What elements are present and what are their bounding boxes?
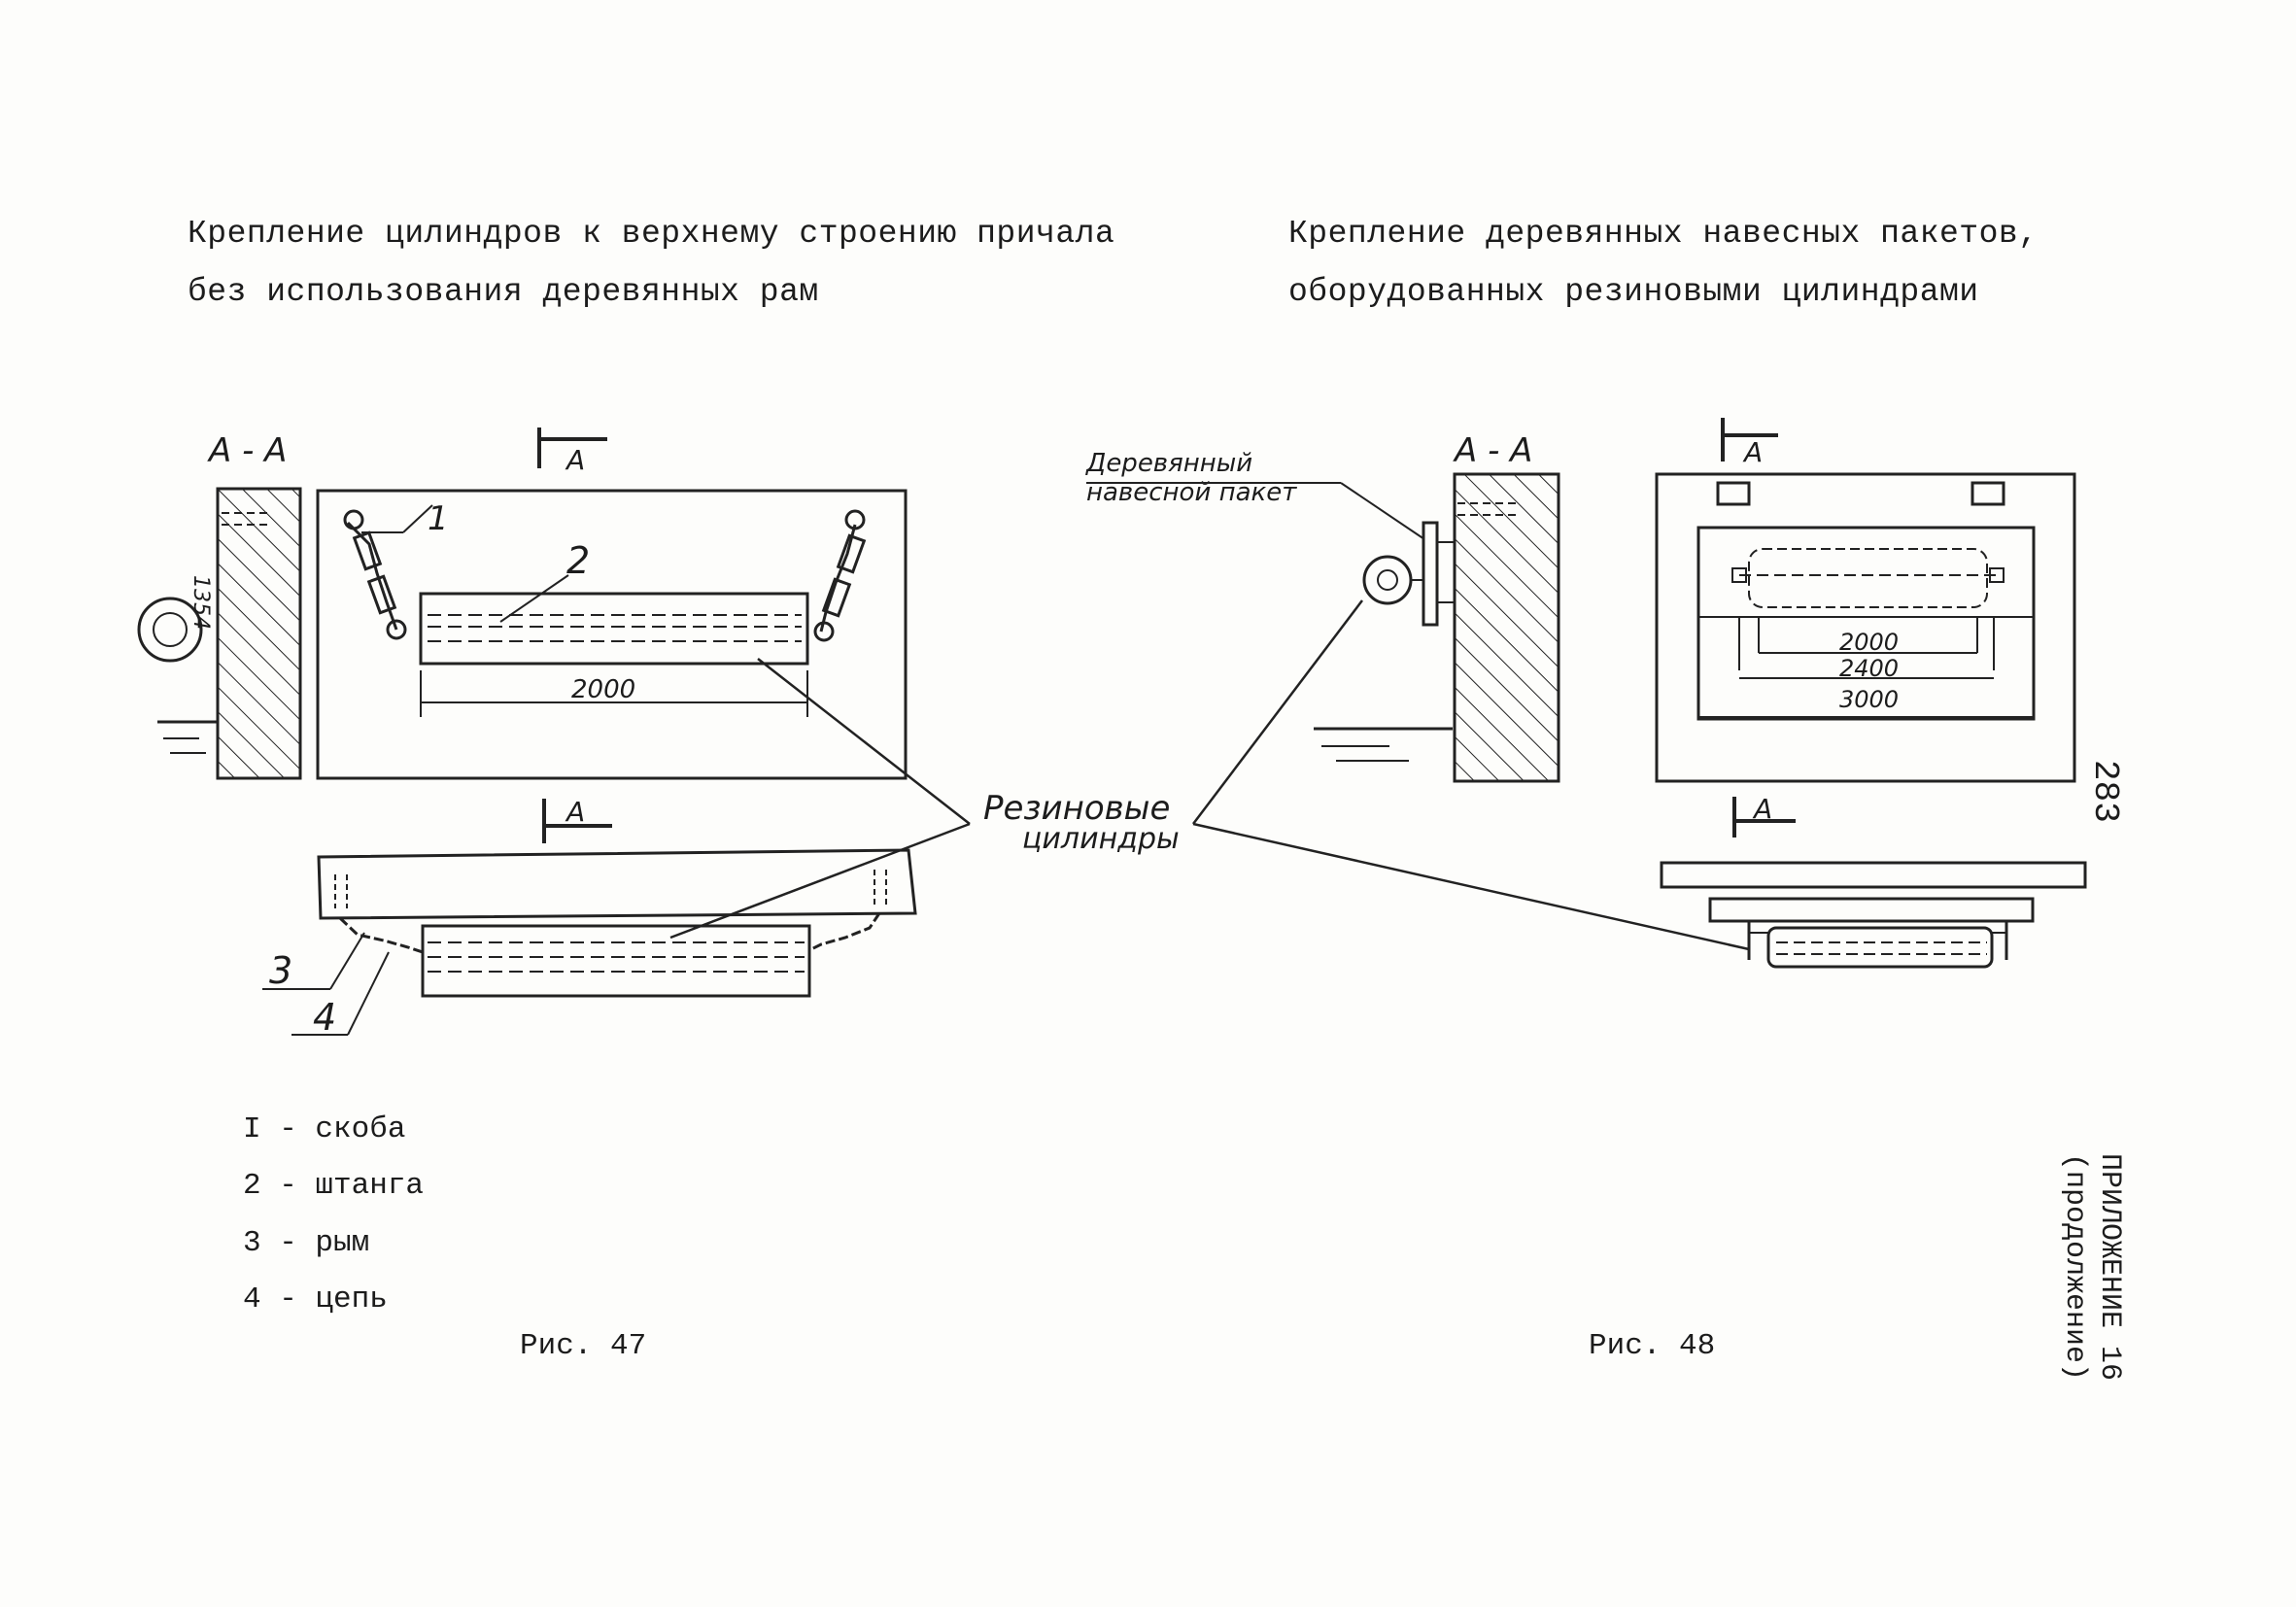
left-callout-4: 4 [313, 996, 336, 1039]
legend-item-4: 4 - цепь [243, 1282, 388, 1316]
legend-item-3: 3 - рым [243, 1226, 370, 1260]
right-packet-label-line1: Деревянный [1085, 449, 1252, 478]
left-dim-length: 2000 [571, 675, 635, 704]
right-section-mark-top: А [1742, 436, 1763, 468]
left-section-cylinder [137, 597, 203, 663]
right-waterline [1314, 727, 1453, 762]
left-title-line2: без использования деревянных рам [188, 274, 819, 310]
appendix-subtitle: (продолжение) [2058, 1153, 2091, 1382]
center-leader-lines [669, 599, 1750, 951]
right-section-wall [1362, 472, 1560, 783]
left-waterline [157, 720, 217, 754]
left-plan-view: А 3 4 [262, 796, 917, 1039]
left-figure-caption: Рис. 47 [520, 1329, 647, 1363]
legend-item-2: 2 - штанга [243, 1169, 425, 1203]
right-figure-caption: Рис. 48 [1589, 1329, 1716, 1363]
left-callout-2: 2 [566, 539, 590, 582]
left-callout-3: 3 [269, 949, 292, 992]
right-section-label: А - А [1453, 431, 1532, 470]
left-section-mark-bottom: А [565, 796, 585, 828]
right-dim-1: 2000 [1839, 629, 1899, 656]
legend-item-1: I - скоба [243, 1112, 406, 1146]
right-plan-view: А [1660, 793, 2087, 969]
right-title-line1: Крепление деревянных навесных пакетов, [1288, 216, 2039, 252]
appendix-title: ПРИЛОЖЕНИЕ 16 [2093, 1153, 2126, 1382]
right-dim-3: 3000 [1839, 686, 1899, 713]
right-title-line2: оборудованных резиновыми цилиндрами [1288, 274, 1979, 310]
right-dim-2: 2400 [1839, 655, 1899, 682]
center-label-line2: цилиндры [1022, 822, 1180, 856]
right-front-view: А 2000 2400 3000 [1655, 418, 2076, 783]
left-title-line1: Крепление цилиндров к верхнему строению … [188, 216, 1115, 252]
left-section-label: А - А [207, 431, 287, 470]
page-number: 283 [2085, 760, 2125, 823]
left-section-wall [216, 487, 302, 780]
center-label-line1: Резиновые [983, 789, 1170, 828]
right-section-mark-bottom: А [1752, 793, 1772, 825]
left-side-dim: 1354 [188, 575, 213, 630]
left-section-mark-top: А [565, 444, 585, 476]
left-callout-1: 1 [428, 499, 449, 538]
left-front-view: А 2000 1 2 [316, 427, 908, 780]
